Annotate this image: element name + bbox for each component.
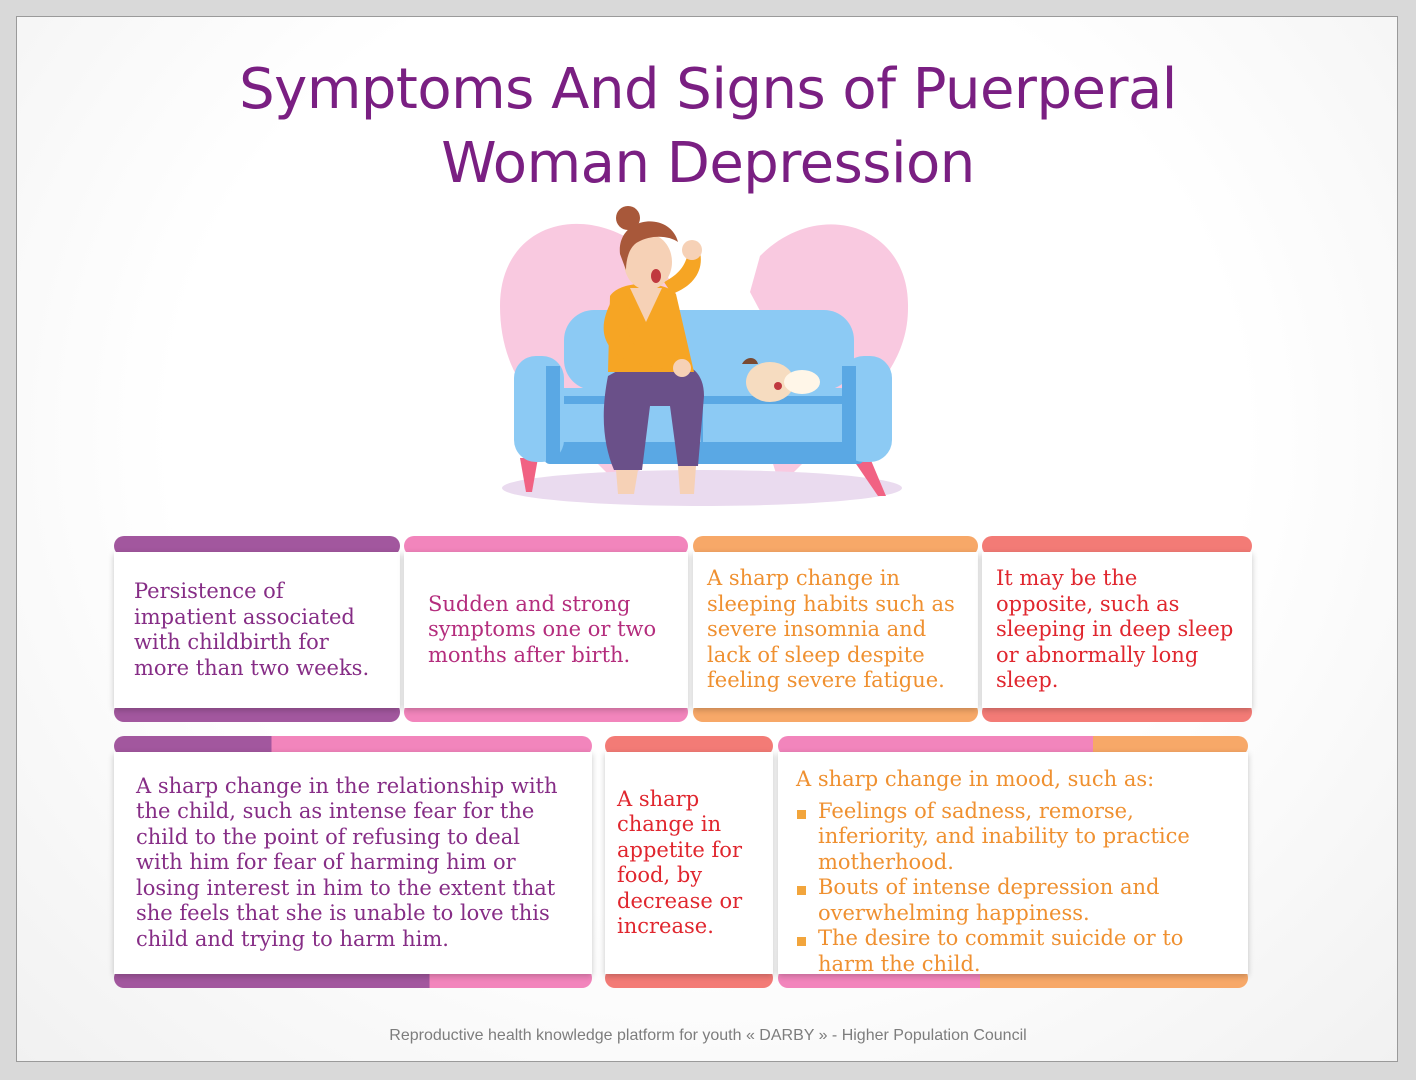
mood-list: Feelings of sadness, remorse, inferiorit…	[796, 799, 1234, 978]
symptom-card-7: A sharp change in mood, such as: Feeling…	[778, 736, 1248, 988]
symptom-text: A sharp change in sleeping habits such a…	[707, 566, 955, 693]
symptom-text: Sudden and strong symptoms one or two mo…	[428, 591, 657, 667]
card-accent-bar	[114, 536, 400, 556]
symptom-text: A sharp change in the relationship with …	[136, 773, 558, 951]
bullet-square-icon	[797, 809, 806, 819]
symptom-text: Persistence of impatient associated with…	[134, 579, 370, 680]
card-accent-bar	[982, 536, 1252, 556]
card-accent-bar	[693, 536, 978, 556]
list-item: Bouts of intense depression and overwhel…	[796, 875, 1234, 926]
page-title-line2: Woman Depression	[441, 131, 975, 196]
page-title-line1: Symptoms And Signs of Puerperal	[239, 57, 1177, 122]
card-accent-bar	[114, 736, 592, 756]
symptom-card-5: A sharp change in the relationship with …	[114, 736, 592, 988]
mother-on-sofa-illustration	[500, 206, 909, 506]
list-item: The desire to commit suicide or to harm …	[796, 926, 1234, 977]
symptom-card-2: Sudden and strong symptoms one or two mo…	[404, 536, 688, 722]
mood-intro: A sharp change in mood, such as:	[796, 767, 1155, 791]
symptom-text: It may be the opposite, such as sleeping…	[996, 566, 1234, 693]
symptom-card-1: Persistence of impatient associated with…	[114, 536, 400, 722]
card-accent-bar	[404, 536, 688, 556]
symptom-card-3: A sharp change in sleeping habits such a…	[693, 536, 978, 722]
card-accent-bar	[605, 736, 773, 756]
bullet-square-icon	[797, 886, 806, 895]
bullet-square-icon	[797, 937, 806, 946]
symptom-card-6: A sharp change in appetite for food, by …	[605, 736, 773, 988]
card-accent-bar	[778, 736, 1248, 756]
symptom-card-4: It may be the opposite, such as sleeping…	[982, 536, 1252, 722]
symptom-text: A sharp change in appetite for food, by …	[617, 786, 743, 939]
footer-credit: Reproductive health knowledge platform f…	[389, 1027, 1027, 1044]
list-item: Feelings of sadness, remorse, inferiorit…	[796, 799, 1234, 876]
